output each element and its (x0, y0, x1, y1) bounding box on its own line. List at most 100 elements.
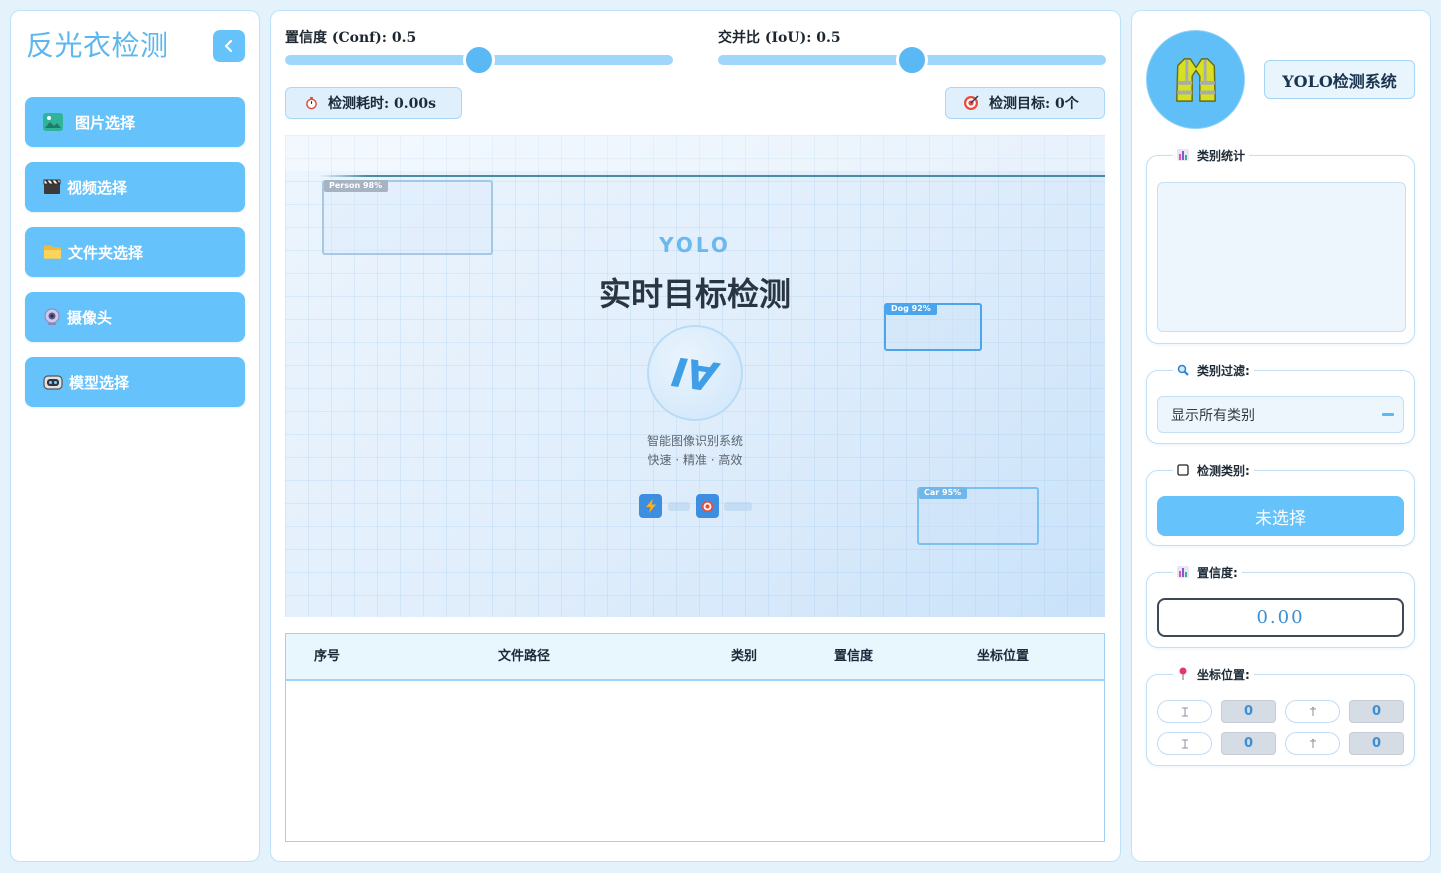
image-select-label: 图片选择 (75, 113, 136, 132)
detection-box-label: Car 95% (919, 487, 968, 499)
bar-chart-icon (1177, 566, 1189, 578)
confidence-value: 0.00 (1157, 598, 1404, 637)
confidence-legend: 置信度: (1173, 563, 1242, 581)
coord-label-pill (1285, 700, 1340, 723)
image-preview: Person 98% Dog 92% Car 95% YOLO 实时目标检测 A… (285, 135, 1105, 617)
camera-button[interactable]: 摄像头 (25, 292, 245, 342)
coordinates-legend: 坐标位置: (1173, 665, 1254, 683)
detect-class-legend: 检测类别: (1173, 461, 1254, 479)
detection-box-car: Car 95% (917, 487, 1039, 545)
target-icon (963, 95, 979, 111)
y-axis-icon (1309, 738, 1316, 748)
conf-slider[interactable] (285, 44, 673, 76)
preview-tagline: 快速 · 精准 · 高效 (647, 453, 743, 467)
checkbox-icon (1177, 464, 1189, 476)
detection-box-dog: Dog 92% (884, 303, 982, 351)
class-filter-dropdown[interactable]: 显示所有类别 (1157, 396, 1404, 433)
confidence-legend-text: 置信度: (1197, 565, 1238, 580)
coord-value: 0 (1221, 700, 1276, 723)
detect-class-button[interactable]: 未选择 (1157, 496, 1404, 536)
detection-count-text: 检测目标: 0个 (989, 96, 1079, 112)
webcam-icon (43, 308, 61, 326)
faded-caption (668, 502, 690, 511)
class-stats-legend: 类别统计 (1173, 146, 1250, 164)
conf-label: 置信度 (Conf): 0.5 (285, 30, 417, 46)
detection-box-label: Person 98% (324, 180, 389, 192)
x-axis-icon (1181, 706, 1188, 717)
bar-chart-icon (1177, 149, 1189, 161)
camera-label: 摄像头 (67, 308, 113, 327)
preview-top-band (285, 135, 1105, 171)
y-axis-icon (1309, 706, 1316, 716)
ai-emblem: AI (647, 325, 743, 421)
dropdown-indicator-icon (1382, 413, 1394, 416)
detect-class-group: 检测类别: 未选择 (1146, 461, 1415, 546)
model-select-button[interactable]: 模型选择 (25, 357, 245, 407)
coordinates-group: 坐标位置: 0 0 0 0 (1146, 665, 1415, 766)
column-header-index: 序号 (314, 649, 341, 664)
column-header-confidence: 置信度 (834, 649, 874, 664)
sidebar-panel: 反光衣检测 图片选择 视频选择 (10, 10, 260, 862)
coord-label-pill (1157, 732, 1212, 755)
coord-label-pill (1157, 700, 1212, 723)
confidence-group: 置信度: 0.00 (1146, 563, 1415, 648)
lightning-icon (639, 494, 662, 518)
detection-time-badge: 检测耗时: 0.00s (285, 87, 462, 119)
app-title: 反光衣检测 (26, 29, 169, 62)
collapse-sidebar-button[interactable] (213, 30, 245, 62)
folder-select-button[interactable]: 文件夹选择 (25, 227, 245, 277)
folder-icon (43, 244, 62, 260)
results-table-body[interactable] (286, 681, 1104, 841)
folder-select-label: 文件夹选择 (68, 243, 144, 262)
preview-subtitle: 智能图像识别系统 (646, 434, 743, 448)
scan-line (319, 175, 1105, 177)
video-select-button[interactable]: 视频选择 (25, 162, 245, 212)
results-table: 序号 文件路径 类别 置信度 坐标位置 (285, 633, 1105, 842)
class-stats-legend-text: 类别统计 (1197, 148, 1246, 163)
image-icon (43, 113, 63, 131)
preview-headline: 实时目标检测 (598, 275, 791, 313)
ai-emblem-text: AI (670, 347, 720, 399)
column-header-file-path: 文件路径 (498, 649, 551, 664)
results-table-header: 序号 文件路径 类别 置信度 坐标位置 (286, 634, 1104, 681)
target-icon (696, 494, 719, 518)
coordinates-legend-text: 坐标位置: (1197, 667, 1250, 682)
class-filter-legend-text: 类别过滤: (1197, 363, 1250, 378)
image-select-button[interactable]: 图片选择 (25, 97, 245, 147)
main-panel: 置信度 (Conf): 0.5 交并比 (IoU): 0.5 检测耗时: 0.0… (270, 10, 1121, 862)
model-select-label: 模型选择 (69, 373, 130, 392)
safety-vest-icon (1175, 57, 1216, 102)
video-select-label: 视频选择 (67, 178, 128, 197)
iou-slider[interactable] (718, 44, 1106, 76)
class-stats-area (1157, 182, 1406, 332)
column-header-class: 类别 (731, 649, 758, 664)
conf-slider-handle[interactable] (463, 44, 495, 76)
detect-class-legend-text: 检测类别: (1197, 463, 1250, 478)
robot-icon (43, 373, 63, 391)
clapperboard-icon (43, 179, 61, 195)
info-panel: YOLO检测系统 类别统计 类别过滤: (1131, 10, 1431, 862)
column-header-coordinates: 坐标位置 (977, 649, 1030, 664)
detection-time-text: 检测耗时: 0.00s (328, 96, 437, 112)
app-logo (1146, 30, 1245, 129)
coord-label-pill (1285, 732, 1340, 755)
class-stats-group: 类别统计 (1146, 146, 1415, 344)
preview-brand: YOLO (659, 233, 731, 257)
detection-box-person: Person 98% (322, 180, 493, 255)
faded-caption (724, 502, 752, 511)
detection-count-badge: 检测目标: 0个 (945, 87, 1105, 119)
coord-value: 0 (1221, 732, 1276, 755)
stopwatch-icon (305, 96, 318, 110)
coord-value: 0 (1349, 732, 1404, 755)
x-axis-icon (1181, 738, 1188, 749)
class-filter-selected: 显示所有类别 (1171, 407, 1255, 424)
iou-slider-handle[interactable] (896, 44, 928, 76)
chevron-left-icon (224, 39, 233, 53)
magnifier-icon (1177, 364, 1189, 376)
class-filter-group: 类别过滤: 显示所有类别 (1146, 361, 1415, 444)
coord-value: 0 (1349, 700, 1404, 723)
iou-label: 交并比 (IoU): 0.5 (718, 30, 841, 46)
system-title: YOLO检测系统 (1264, 60, 1415, 99)
pushpin-icon (1177, 667, 1189, 681)
detection-box-label: Dog 92% (886, 303, 937, 315)
